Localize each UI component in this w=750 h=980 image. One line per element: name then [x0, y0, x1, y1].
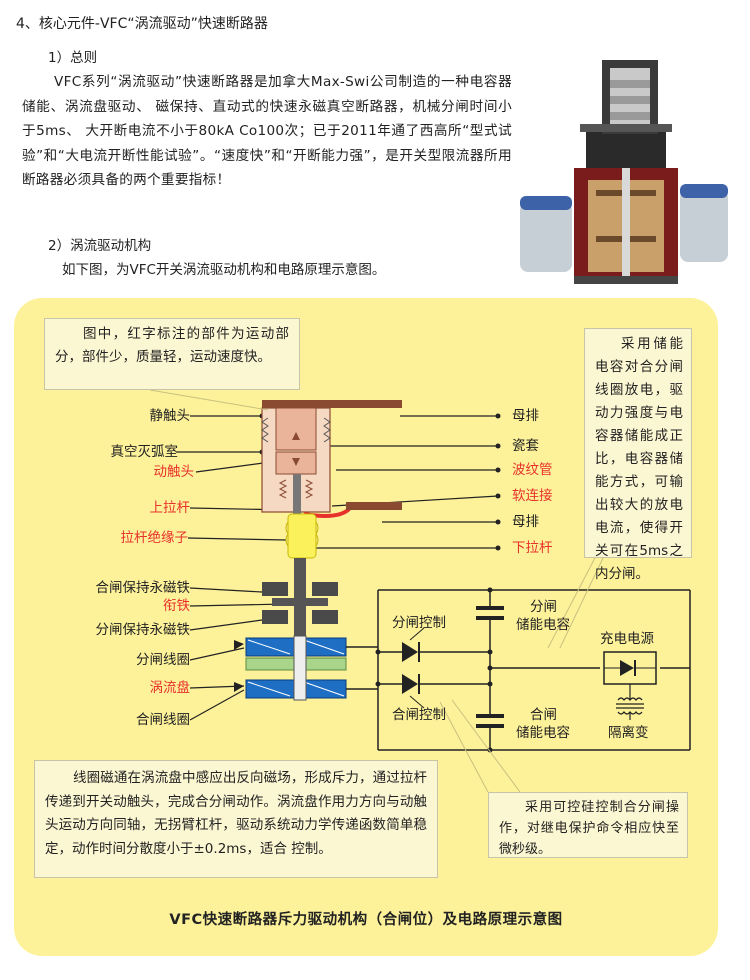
subsection-general: 1）总则 — [48, 50, 98, 66]
label-upper-busbar: 母排 — [512, 408, 539, 424]
fixed-contact — [275, 407, 317, 451]
label-open-capacitor-1: 分闸 — [530, 599, 557, 615]
label-close-coil: 合闸线圈 — [136, 712, 190, 728]
label-close-control: 合闸控制 — [392, 707, 446, 723]
label-eddy-disk: 涡流盘 — [149, 680, 191, 696]
open-capacitor-symbol — [476, 606, 504, 610]
open-thyristor-symbol — [402, 642, 418, 662]
section-title: 4、核心元件-VFC“涡流驱动”快速断路器 — [16, 16, 268, 32]
upper-pull-rod — [293, 474, 301, 514]
label-fixed-contact: 静触头 — [149, 408, 191, 424]
note-thyristor-control: 采用可控硅控制合分闸操作，对继电保护命令相应快至微秒级。 — [488, 792, 688, 858]
label-close-hold-magnet: 合闸保持永磁铁 — [95, 580, 191, 596]
label-lower-pull-rod: 下拉杆 — [512, 540, 553, 556]
isolation-transformer-symbol — [616, 684, 644, 720]
open-hold-magnet-right — [312, 610, 338, 624]
charger-diode-symbol — [620, 660, 634, 676]
label-porcelain-sleeve: 瓷套 — [512, 438, 539, 454]
label-open-coil: 分闸线圈 — [136, 652, 190, 668]
upper-busbar — [262, 400, 402, 408]
label-flexible-connector: 软连接 — [512, 488, 553, 504]
close-thyristor-symbol — [402, 674, 418, 694]
close-capacitor-symbol — [476, 714, 504, 718]
diagram-caption: VFC快速断路器斥力驱动机构（合闸位）及电路原理示意图 — [169, 912, 563, 928]
label-lower-busbar: 母排 — [512, 514, 539, 530]
lower-busbar — [346, 502, 402, 510]
label-close-capacitor-2: 储能电容 — [516, 725, 570, 741]
label-moving-contact: 动触头 — [153, 464, 195, 480]
label-bellows: 波纹管 — [512, 462, 553, 478]
open-hold-magnet-left — [262, 610, 288, 624]
label-open-control: 分闸控制 — [392, 615, 446, 631]
mechanism-intro: 如下图，为VFC开关涡流驱动机构和电路原理示意图。 — [62, 262, 386, 278]
overview-paragraph: VFC系列“涡流驱动”快速断路器是加拿大Max-Swi公司制造的一种电容器储能、… — [22, 74, 512, 188]
breaker-photo — [516, 40, 732, 286]
note-eddy-repulsion: 线圈磁通在涡流盘中感应出反向磁场，形成斥力，通过拉杆传递到开关动触头，完成合分闸… — [34, 760, 438, 878]
close-hold-magnet-left — [262, 582, 288, 596]
label-armature: 衔铁 — [163, 598, 190, 614]
label-close-capacitor-1: 合闸 — [530, 707, 557, 723]
note-moving-parts: 图中，红字标注的部件为运动部分，部件少，质量轻，运动速度快。 — [44, 318, 300, 390]
rod-insulator — [287, 513, 317, 559]
armature — [272, 598, 328, 606]
label-open-capacitor-2: 储能电容 — [516, 617, 570, 633]
note-capacitor-discharge: 采用储能电容对合分闸线圈放电，驱动力强度与电容器储能成正比，电容器储能方式，可输… — [584, 328, 692, 582]
close-hold-magnet-right — [312, 582, 338, 596]
label-charger: 充电电源 — [600, 631, 654, 647]
subsection-mechanism: 2）涡流驱动机构 — [48, 238, 152, 254]
label-open-hold-magnet: 分闸保持永磁铁 — [95, 622, 191, 638]
label-vacuum-interrupter: 真空灭弧室 — [110, 444, 179, 460]
label-upper-pull-rod: 上拉杆 — [149, 500, 191, 516]
label-isolation-transformer: 隔离变 — [608, 725, 649, 741]
label-rod-insulator: 拉杆绝缘子 — [120, 530, 189, 546]
